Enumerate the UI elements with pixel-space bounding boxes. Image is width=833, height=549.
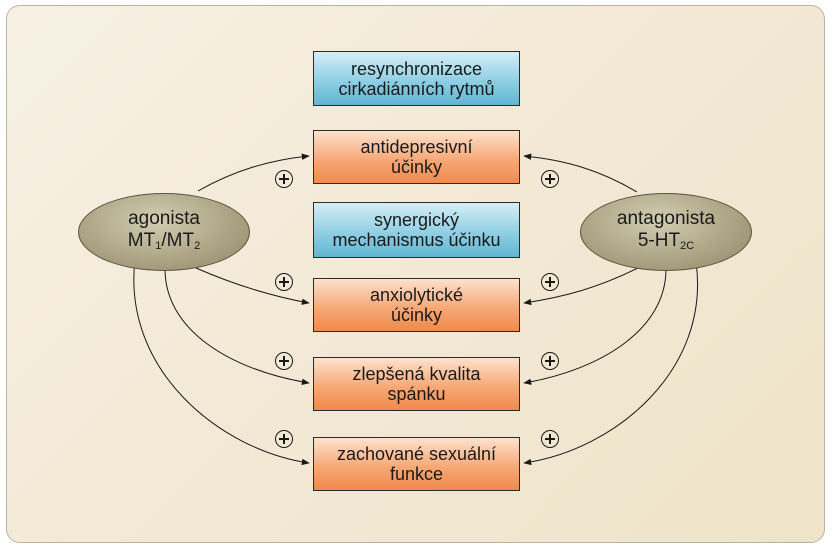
arrow-antagonist-sleep bbox=[523, 268, 667, 385]
arrow-agonist-sleep bbox=[164, 268, 310, 385]
resynchronization-line2: cirkadiánních rytmů bbox=[338, 78, 495, 99]
sexual-line1: zachované sexuální bbox=[336, 444, 497, 464]
plus-circle-icon bbox=[275, 170, 293, 188]
plus-circle-icon bbox=[541, 170, 559, 188]
sleep-line2: spánku bbox=[387, 384, 446, 404]
antagonist-ellipse: antagonista 5-HT2C bbox=[580, 193, 752, 271]
antidepressant-line1: antidepresivní bbox=[360, 137, 473, 157]
arrow-agonist-antidepressant bbox=[197, 153, 310, 192]
antagonist-receptor: 5-HT2C bbox=[637, 229, 695, 252]
sexual-line2: funkce bbox=[389, 464, 444, 484]
synergy-mechanism-box: synergický mechanismus účinku bbox=[313, 202, 520, 258]
arrow-antagonist-sexual bbox=[523, 261, 698, 466]
plus-circle-icon bbox=[541, 430, 559, 448]
anxiolytic-line2: účinky bbox=[390, 305, 443, 325]
arrow-antagonist-anxiolytic bbox=[523, 267, 639, 306]
antidepressant-line2: účinky bbox=[390, 157, 443, 177]
anxiolytic-effects-box: anxiolytické účinky bbox=[313, 278, 520, 332]
plus-circle-icon bbox=[541, 273, 559, 291]
resynchronization-line1: resynchronizace bbox=[350, 58, 483, 79]
plus-circle-icon bbox=[275, 273, 293, 291]
plus-circle-icon bbox=[541, 352, 559, 370]
agonist-receptors: MT1/MT2 bbox=[127, 229, 201, 252]
anxiolytic-line1: anxiolytické bbox=[369, 285, 464, 305]
sleep-quality-box: zlepšená kvalita spánku bbox=[313, 357, 520, 411]
arrow-antagonist-antidepressant bbox=[523, 153, 638, 193]
synergy-line1: synergický bbox=[373, 210, 460, 230]
antidepressant-effects-box: antidepresivní účinky bbox=[313, 130, 520, 184]
agonist-label: agonista bbox=[128, 207, 200, 229]
agonist-ellipse: agonista MT1/MT2 bbox=[78, 193, 250, 271]
sleep-line1: zlepšená kvalita bbox=[352, 364, 481, 384]
synergy-line2: mechanismus účinku bbox=[332, 230, 501, 250]
plus-circle-icon bbox=[275, 352, 293, 370]
resynchronization-box: resynchronizace cirkadiánních rytmů bbox=[313, 51, 520, 106]
arrow-agonist-anxiolytic bbox=[195, 267, 310, 305]
arrow-agonist-sexual bbox=[133, 259, 310, 466]
plus-circle-icon bbox=[275, 430, 293, 448]
sexual-function-box: zachované sexuální funkce bbox=[313, 437, 520, 491]
antagonist-label: antagonista bbox=[616, 207, 716, 229]
